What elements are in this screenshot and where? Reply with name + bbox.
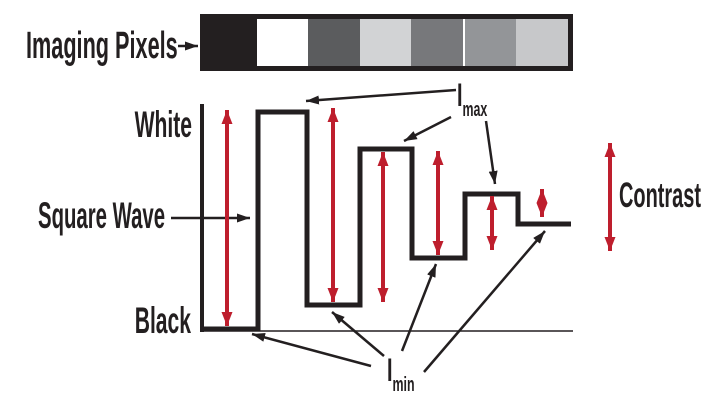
pixel-segment-white (256, 19, 309, 66)
pixel-segment-dark-gray (308, 19, 360, 66)
imax-arrow-to-top1 (305, 88, 457, 105)
imin-arrow-to-bottom1 (251, 332, 372, 368)
imax-label: Imax (457, 77, 487, 120)
imin-arrow-to-bottom2 (331, 311, 385, 357)
black-level-label: Black (134, 300, 191, 341)
square-wave-trace (204, 109, 571, 332)
square-wave-label: Square Wave (38, 195, 166, 236)
pixel-segment-black (205, 19, 257, 66)
imin-symbol: I (387, 352, 393, 388)
pixel-segment-light-gray (359, 19, 412, 66)
imax-symbol: I (457, 77, 463, 113)
imax-subscript: max (462, 99, 488, 121)
imaging-pixels-label: Imaging Pixels (26, 25, 178, 67)
imin-arrow-to-bottom3 (400, 263, 438, 352)
pixel-segment-mid-light-gray (462, 19, 517, 66)
imaging-pixels-bar (200, 14, 573, 71)
imin-label: Imin (387, 352, 415, 395)
pixel-segment-mid-gray (411, 19, 463, 66)
contrast-label: Contrast (619, 176, 702, 215)
imax-arrow-to-top3 (484, 120, 498, 185)
white-level-label: White (134, 104, 192, 145)
pixel-segment-pale-gray (516, 19, 569, 66)
imin-subscript: min (392, 374, 415, 396)
imax-arrow-to-top2 (403, 115, 452, 143)
imin-arrow-to-final (423, 230, 546, 373)
